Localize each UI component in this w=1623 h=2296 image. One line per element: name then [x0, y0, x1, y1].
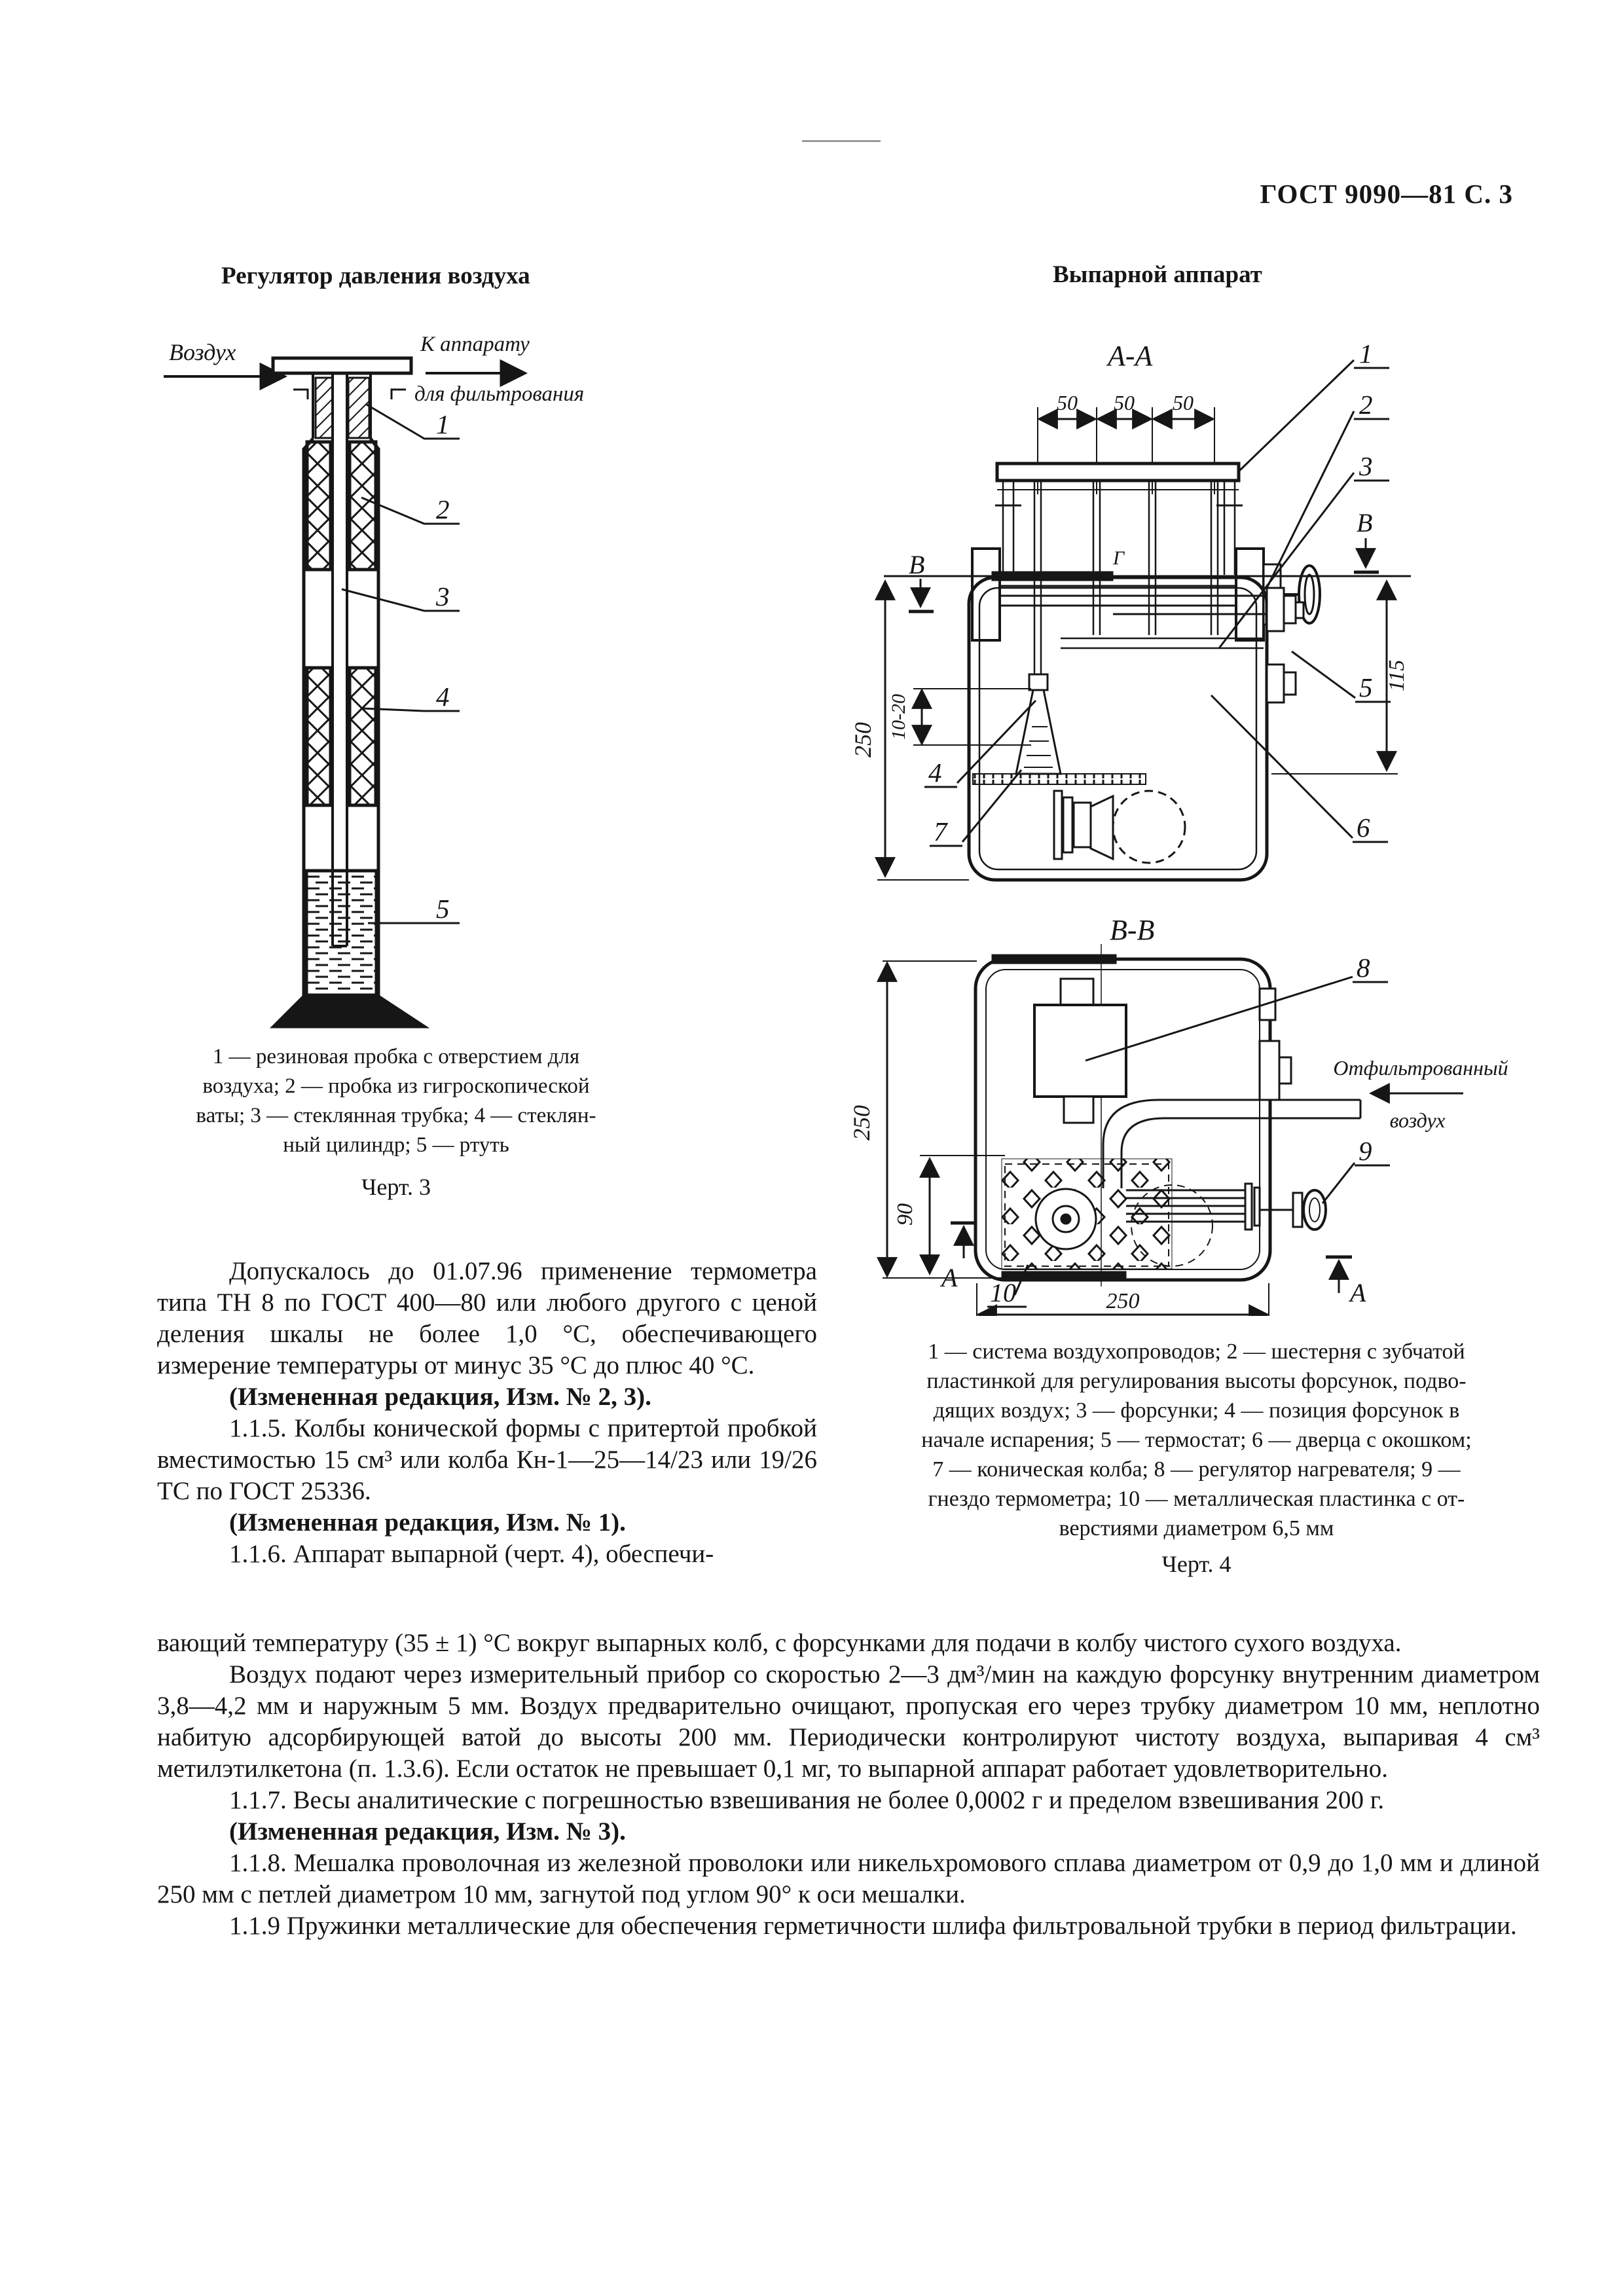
- paragraph-1-1-6-cont: вающий температуру (35 ± 1) °С вокруг вы…: [157, 1629, 1402, 1657]
- fig3-outlet-label-2: для фильтрования: [414, 382, 584, 406]
- body-full-width: вающий температуру (35 ± 1) °С вокруг вы…: [157, 1628, 1540, 1942]
- fig3-air-inlet: Воздух: [164, 339, 285, 376]
- fig4-callout-9: 9: [1359, 1136, 1372, 1166]
- fig4-filtered-air-label-2: воздух: [1390, 1108, 1446, 1132]
- paragraph-air-supply: Воздух подают через измерительный прибор…: [157, 1660, 1540, 1783]
- fig3-air-label: Воздух: [169, 339, 236, 365]
- fig4-dim-90: 90: [893, 1203, 917, 1226]
- fig4-caption-line: верстиями диаметром 6,5 мм: [1059, 1516, 1334, 1540]
- fig4-section-bb-label: В-В: [1110, 914, 1154, 946]
- fig4-filtered-air: Отфильтрованный воздух: [1333, 1056, 1508, 1132]
- fig4-callout-7: 7: [934, 816, 948, 847]
- fig4-caption-line: 7 — коническая колба; 8 — регулятор нагр…: [932, 1457, 1461, 1482]
- paragraph-revision-2-3: (Измененная редакция, Изм. № 2, 3).: [229, 1383, 651, 1411]
- fig3-callout-1: 1: [436, 409, 450, 439]
- fig4-flask: [972, 673, 1146, 785]
- fig4-main-callout-leaders: [924, 650, 1391, 847]
- paragraph-1-1-6-start: 1.1.6. Аппарат выпарной (черт. 4), обесп…: [229, 1540, 714, 1568]
- scan-artifact-line: [802, 140, 881, 142]
- fig4-dim-50-2: 50: [1114, 391, 1135, 414]
- fig3-callout-3: 3: [435, 581, 450, 611]
- fig4-callout-3: 3: [1359, 451, 1373, 481]
- paragraph-1-1-5: 1.1.5. Колбы конической формы с притерто…: [157, 1414, 817, 1505]
- fig3-callout-4: 4: [436, 682, 450, 712]
- fig4-aa-dimensions: 50 50 50: [1037, 391, 1215, 494]
- fig3-regulator-body: [269, 356, 430, 1029]
- fig3-outlet-label-1: К аппарату: [420, 333, 530, 356]
- body-left-column: Допускалось до 01.07.96 применение термо…: [157, 1256, 817, 1570]
- fig3-callout-5: 5: [436, 894, 450, 924]
- fig4-callout-5: 5: [1359, 672, 1373, 702]
- svg-text:А: А: [1348, 1278, 1366, 1307]
- fig4-caption-line: 1 — система воздухопроводов; 2 — шестерн…: [928, 1339, 1465, 1364]
- fig4-callout-1: 1: [1359, 338, 1373, 369]
- paragraph-1-1-8: 1.1.8. Мешалка проволочная из железной п…: [157, 1849, 1540, 1908]
- paragraph-1-1-9: 1.1.9 Пружинки металлические для обеспеч…: [229, 1912, 1517, 1940]
- fig3-number: Черт. 3: [361, 1174, 431, 1200]
- fig3-drawing: Воздух К аппарату для фильтрования: [164, 333, 584, 1029]
- fig4-section-mark-a-left: А: [939, 1221, 977, 1292]
- fig4-aa-callout-leaders: [1218, 359, 1389, 649]
- fig4-dim-250-bottom: 250: [1106, 1289, 1140, 1313]
- fig4-main-dimensions: 250 10-20 115: [850, 581, 1409, 881]
- fig4-callout-6: 6: [1357, 812, 1370, 843]
- fig3-caption: 1 — резиновая пробка с отверстием для во…: [167, 1042, 625, 1160]
- fig4-mark-g: Г: [1112, 547, 1125, 569]
- paragraph-1-1-7: 1.1.7. Весы аналитические с погрешностью…: [229, 1786, 1385, 1814]
- page-header: ГОСТ 9090—81 С. 3: [1260, 179, 1513, 209]
- fig4-bb-chamber: [974, 944, 1362, 1286]
- svg-text:В: В: [909, 550, 924, 579]
- fig4-dim-115: 115: [1385, 660, 1409, 691]
- fig4-dim-250-main: 250: [850, 722, 876, 757]
- fig3-callout-2: 2: [436, 494, 450, 524]
- fig4-caption-line: пластинкой для регулирования высоты форс…: [926, 1369, 1467, 1393]
- fig4-callout-10: 10: [990, 1278, 1016, 1307]
- fig3-title: Регулятор давления воздуха: [221, 263, 530, 289]
- svg-text:В: В: [1357, 508, 1372, 538]
- fig4-main-chamber: [884, 571, 1411, 882]
- fig4-caption-line: начале испарения; 5 — термостат; 6 — две…: [921, 1428, 1472, 1452]
- paragraph-revision-1: (Измененная редакция, Изм. № 1).: [229, 1508, 626, 1537]
- fig4-section-mark-a-right: А: [1326, 1255, 1366, 1307]
- fig4-dim-250-bb: 250: [848, 1105, 875, 1140]
- fig4-dim-10-20: 10-20: [888, 694, 909, 740]
- fig4-callout-2: 2: [1359, 390, 1373, 420]
- fig4-dim-50-1: 50: [1057, 391, 1078, 414]
- svg-text:А: А: [939, 1263, 958, 1292]
- fig3-caption-line: ваты; 3 — стеклянная трубка; 4 — стеклян…: [196, 1104, 596, 1127]
- fig4-caption: 1 — система воздухопроводов; 2 — шестерн…: [848, 1337, 1545, 1543]
- fig4-filtered-air-label-1: Отфильтрованный: [1333, 1056, 1508, 1080]
- fig4-dim-50-3: 50: [1173, 391, 1194, 414]
- fig3-caption-line: ный цилиндр; 5 — ртуть: [283, 1133, 509, 1157]
- fig4-section-mark-b-right: В: [1354, 508, 1379, 574]
- fig3-outlet: К аппарату для фильтрования: [414, 333, 584, 406]
- fig4-section-mark-b-left: В: [909, 550, 934, 613]
- fig4-callout-4: 4: [928, 757, 942, 788]
- fig4-callout-8: 8: [1357, 953, 1370, 983]
- fig4-drawing: А-А 50 50 50: [848, 338, 1508, 1316]
- fig4-bb-dimensions: 250 90 250: [848, 960, 1269, 1316]
- fig3-callout-leaders: [341, 403, 460, 924]
- fig3-caption-line: воздуха; 2 — пробка из гигроскопической: [202, 1074, 590, 1098]
- fig4-title: Выпарной аппарат: [1053, 261, 1262, 288]
- fig4-heater-lamp: [1053, 790, 1186, 864]
- fig4-number: Черт. 4: [1161, 1551, 1231, 1577]
- paragraph-thermometer-note: Допускалось до 01.07.96 применение термо…: [157, 1257, 817, 1379]
- paragraph-revision-3: (Измененная редакция, Изм. № 3).: [229, 1817, 626, 1846]
- fig4-caption-line: гнездо термометра; 10 — металлическая пл…: [928, 1487, 1465, 1511]
- fig4-caption-line: дящих воздух; 3 — форсунки; 4 — позиция …: [933, 1398, 1460, 1423]
- fig3-caption-line: 1 — резиновая пробка с отверстием для: [212, 1045, 580, 1068]
- fig4-section-aa-label: А-А: [1106, 340, 1154, 372]
